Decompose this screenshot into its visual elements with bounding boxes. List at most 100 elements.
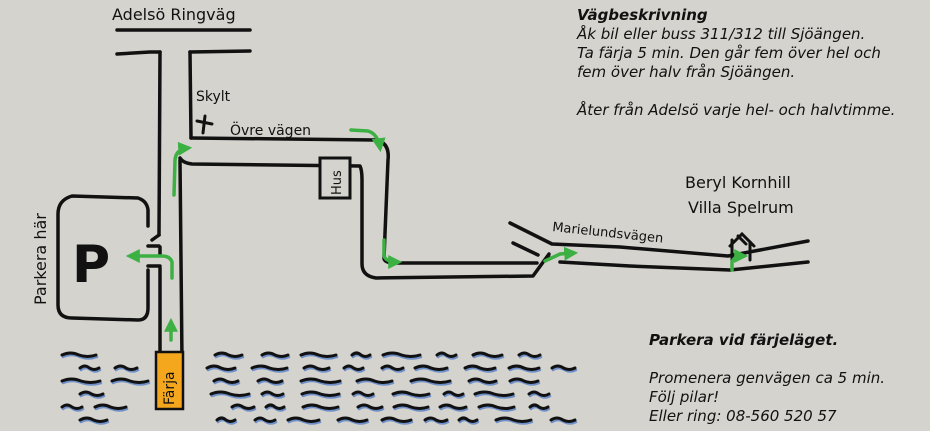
parking-info-line-1: Promenera genvägen ca 5 min.: [649, 369, 886, 387]
arrow-ovre-turn: [349, 128, 386, 153]
wave-shadow: [94, 405, 129, 412]
wave: [93, 403, 128, 410]
wave: [435, 351, 458, 358]
wave: [113, 364, 139, 371]
wave-shadow: [302, 405, 341, 412]
wave: [212, 377, 240, 384]
wave: [549, 416, 577, 423]
wave: [60, 351, 98, 358]
wave-shadow: [300, 379, 343, 386]
wave-shadow: [206, 366, 238, 373]
wave: [356, 403, 384, 410]
wave-shadow: [474, 392, 516, 399]
villa-house-icon: [728, 231, 756, 264]
main-road-lower-right: [178, 158, 184, 362]
wave-shadow: [464, 366, 498, 373]
wave: [409, 377, 452, 384]
sign-icon: [195, 114, 214, 135]
wave: [286, 416, 321, 423]
wave: [60, 377, 102, 384]
parking-symbol: P: [72, 235, 110, 295]
owner-name-label: Beryl Kornhill: [685, 173, 791, 192]
wave: [78, 364, 101, 371]
wave: [507, 364, 541, 371]
parking-info-line-2: Följ pilar!: [649, 388, 720, 406]
house-label: Hus: [330, 170, 345, 195]
wave: [264, 403, 286, 410]
wave: [477, 403, 516, 410]
wave: [423, 416, 449, 423]
wave-shadow: [414, 366, 450, 373]
wave: [256, 377, 284, 384]
ferry-label: Färja: [162, 371, 178, 405]
wave: [301, 403, 340, 410]
wave: [299, 377, 342, 384]
wave: [350, 351, 372, 358]
wave-shadow: [287, 418, 322, 425]
wave: [413, 364, 449, 371]
wave: [213, 351, 244, 358]
wave-shadow: [392, 392, 432, 399]
wave-shadow: [61, 379, 103, 386]
wave-shadow: [509, 379, 541, 386]
wave: [230, 403, 256, 410]
wave: [508, 377, 540, 384]
water-waves: [60, 351, 578, 425]
wave-shadow: [472, 353, 505, 360]
directions-line-2: Ta färja 5 min. Den går fem över hel och: [577, 44, 881, 62]
wave: [250, 364, 289, 371]
wave: [110, 377, 150, 384]
directions-line-4: Åter från Adelsö varje hel- och halvtimm…: [577, 101, 896, 119]
wave: [517, 351, 542, 358]
adelso-ringvag-road-inner: [115, 49, 252, 56]
wave-shadow: [210, 392, 252, 399]
marielundsvagen-bottom-edge: [511, 241, 810, 272]
wave: [381, 351, 422, 358]
wave: [471, 351, 504, 358]
directions-title: Vägbeskrivning: [577, 6, 708, 24]
wave: [442, 390, 465, 397]
wave: [494, 416, 533, 423]
wave-shadow: [382, 353, 423, 360]
wave: [299, 351, 338, 358]
wave-shadow: [300, 353, 339, 360]
directions-line-1: Åk bil eller buss 311/312 till Sjöängen.: [577, 25, 866, 43]
wave: [467, 377, 498, 384]
parking-info-title: Parkera vid färjeläget.: [649, 331, 839, 349]
wave: [351, 390, 375, 397]
wave: [78, 390, 105, 397]
main-road-right-edge: [188, 50, 193, 140]
villa-name-label: Villa Spelrum: [688, 198, 794, 217]
marielundsvagen-top-edge: [508, 221, 810, 258]
wave-shadow: [301, 392, 342, 399]
sign-label: Skylt: [196, 89, 231, 105]
arrow-down-to-lower: [382, 238, 403, 269]
wave-shadow: [251, 366, 290, 373]
wave: [260, 390, 285, 397]
wave: [60, 403, 84, 410]
wave: [380, 364, 405, 371]
wave-shadow: [410, 379, 453, 386]
wave: [78, 416, 109, 423]
wave: [209, 390, 251, 397]
wave-shadow: [393, 405, 431, 412]
wave: [336, 416, 369, 423]
arrow-marielund: [543, 246, 579, 263]
wave: [550, 364, 577, 371]
parking-info-block: Parkera vid färjeläget. Promenera genväg…: [649, 331, 885, 426]
wave: [457, 416, 479, 423]
wave: [215, 416, 237, 423]
adelso-ringvag-label: Adelsö Ringväg: [112, 5, 236, 24]
wave: [253, 416, 277, 423]
main-road-left-edge: [157, 50, 162, 237]
ferry: Färja: [154, 350, 185, 411]
wave: [302, 364, 331, 371]
wave-shadow: [61, 353, 99, 360]
wave: [300, 390, 341, 397]
wave-shadow: [478, 405, 517, 412]
wave: [260, 351, 290, 358]
ovre-vagen-label: Övre vägen: [230, 121, 311, 139]
wave: [380, 416, 413, 423]
directions-block: Vägbeskrivning Åk bil eller buss 311/312…: [577, 6, 895, 120]
wave: [205, 364, 237, 371]
